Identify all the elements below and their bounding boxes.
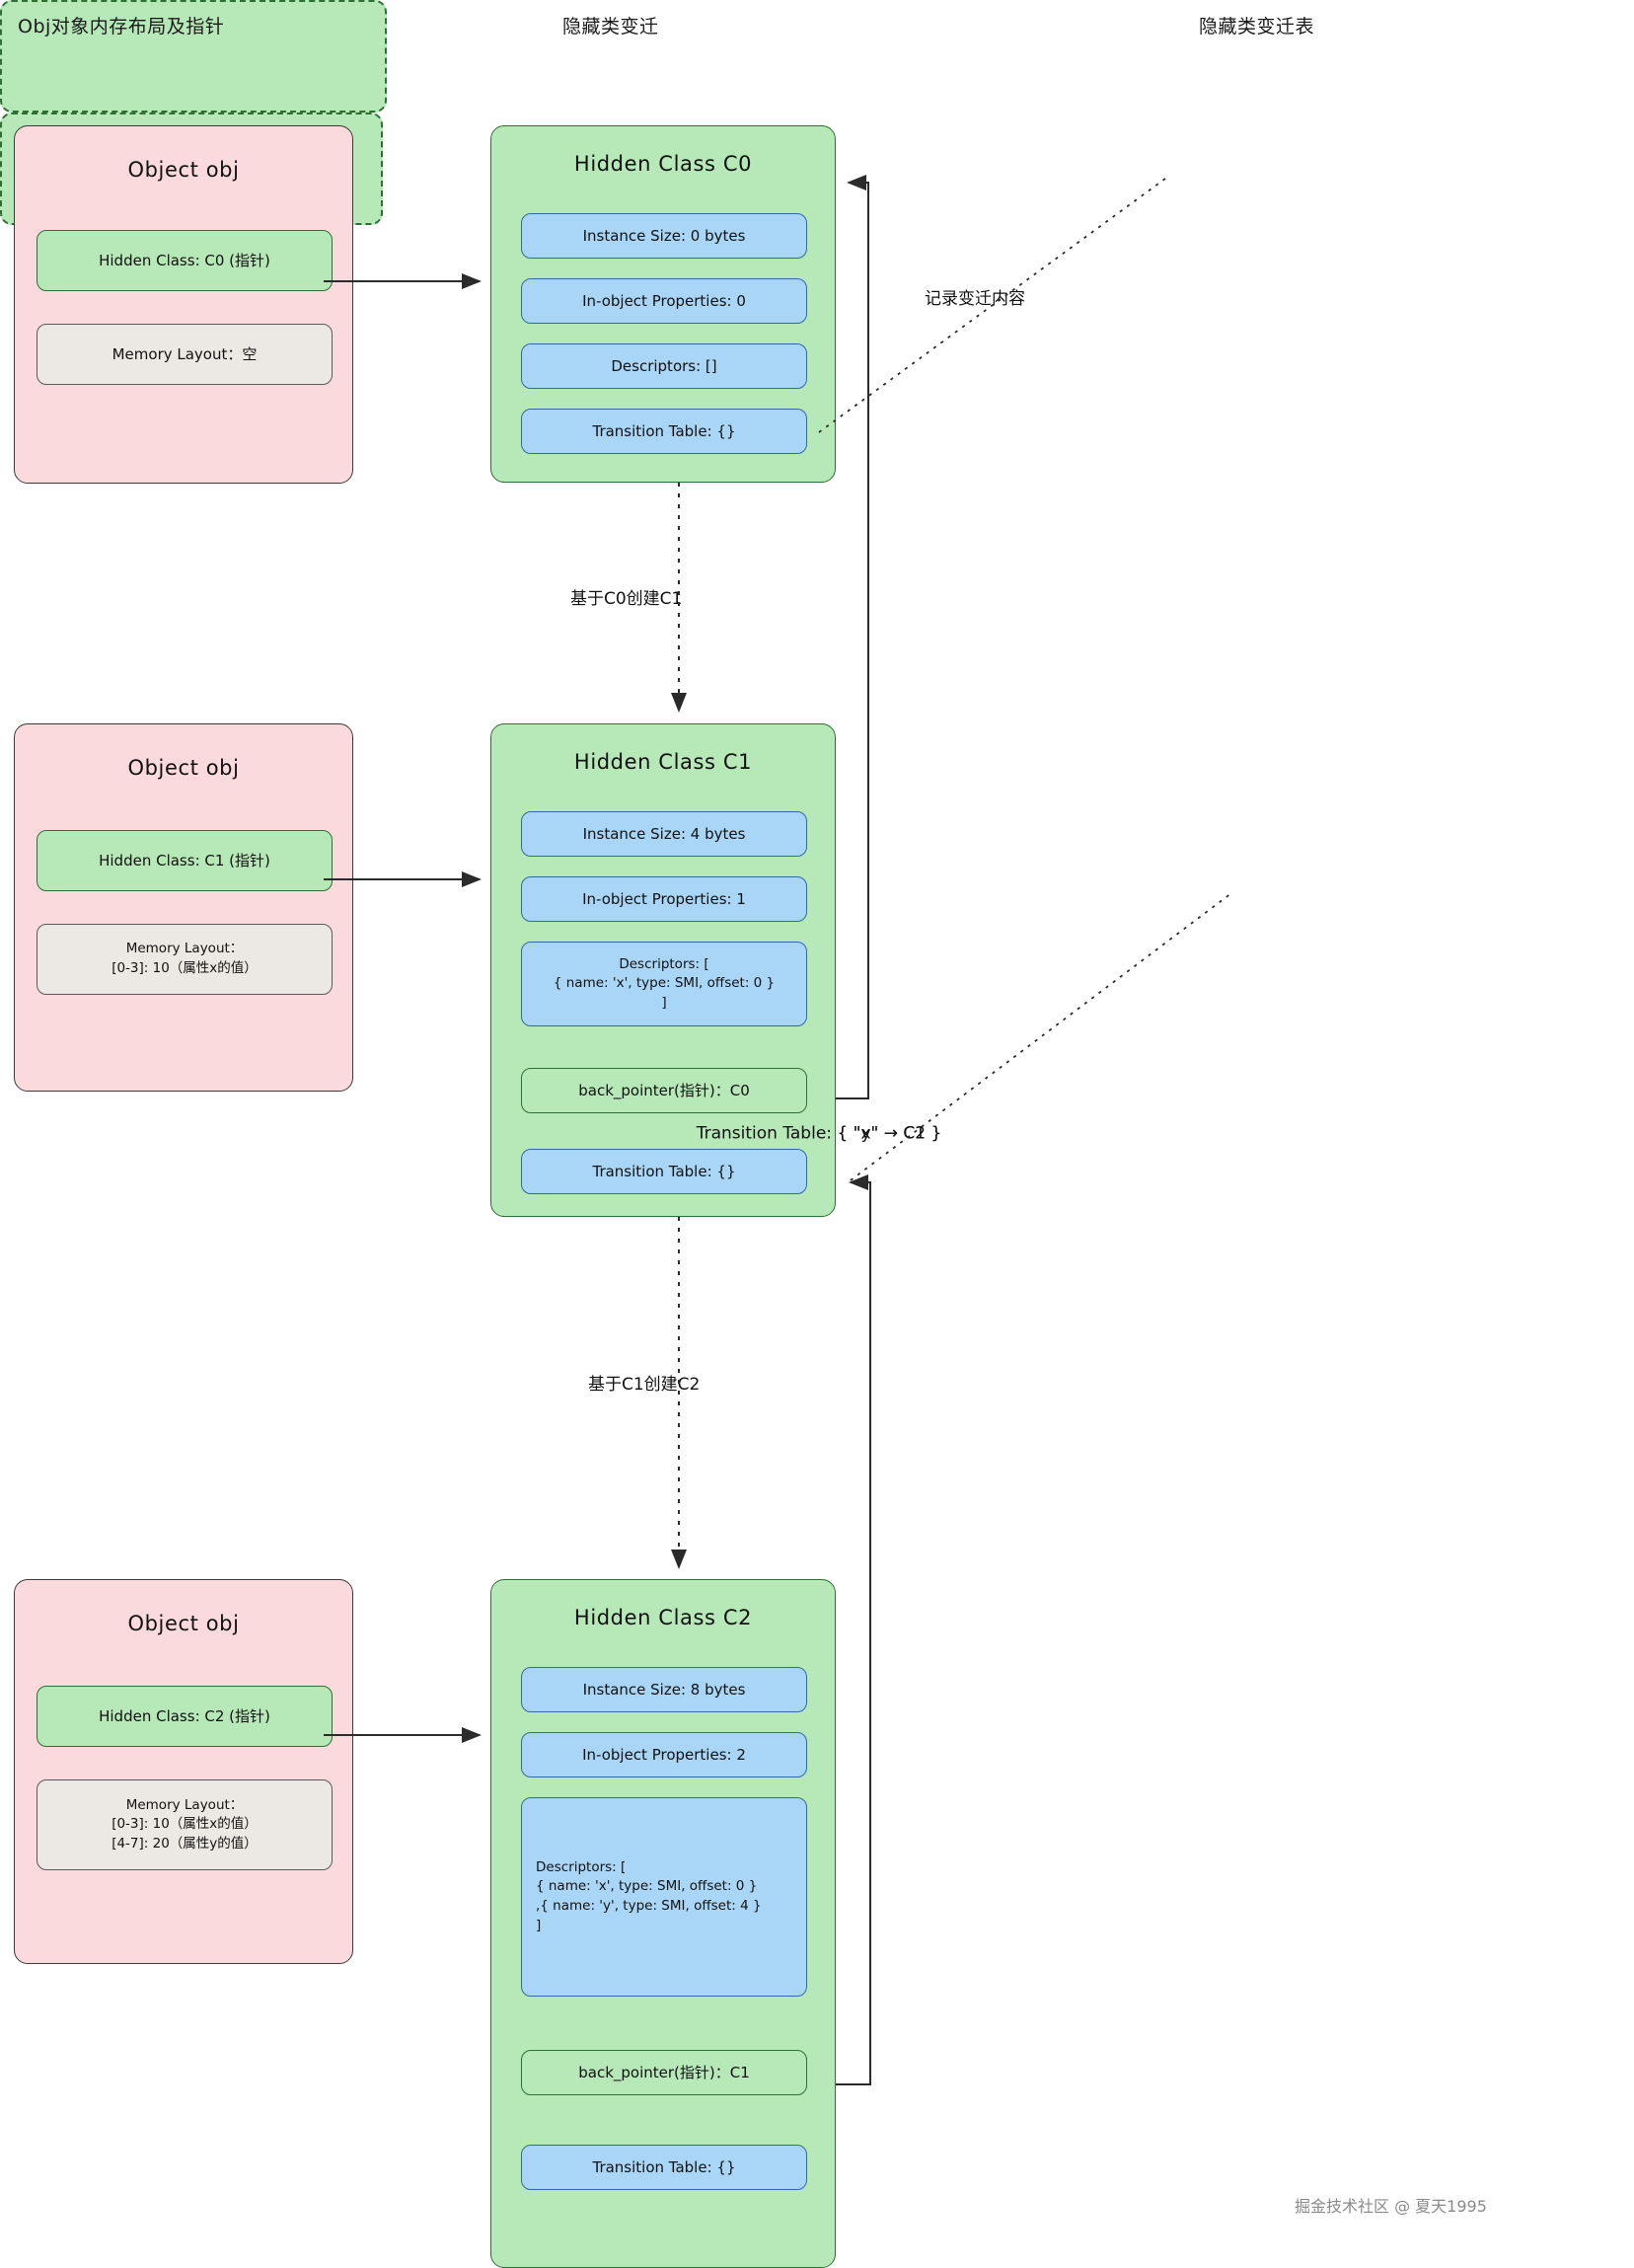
- object-card-0-hidden-class: Hidden Class: C0 (指针): [37, 230, 333, 291]
- hidden-class-card-0-transition-table: Transition Table: {}: [521, 409, 807, 454]
- hidden-class-card-0: Hidden Class C0 Instance Size: 0 bytes I…: [490, 125, 836, 483]
- transition-table-card-1-text: Transition Table: { "y" → C2 }: [696, 1123, 942, 1144]
- hidden-class-card-1-back-pointer: back_pointer(指针)：C0: [521, 1068, 807, 1113]
- hidden-class-card-2-title: Hidden Class C2: [573, 1606, 753, 1629]
- hidden-class-card-1-title: Hidden Class C1: [573, 750, 753, 774]
- hidden-class-card-2: Hidden Class C2 Instance Size: 8 bytes I…: [490, 1579, 836, 2268]
- watermark: 掘金技术社区 @ 夏天1995: [1295, 2197, 1487, 2216]
- hidden-class-card-0-instance-size: Instance Size: 0 bytes: [521, 213, 807, 259]
- object-card-0: Object obj Hidden Class: C0 (指针) Memory …: [14, 125, 353, 484]
- arrow-c2-backpointer-to-c1: [836, 1174, 871, 2085]
- hidden-class-card-2-back-pointer: back_pointer(指针)：C1: [521, 2050, 807, 2095]
- object-card-2: Object obj Hidden Class: C2 (指针) Memory …: [14, 1579, 353, 1964]
- object-card-1-memory-layout: Memory Layout： [0-3]: 10（属性x的值）: [37, 924, 333, 995]
- object-card-2-memory-layout: Memory Layout： [0-3]: 10（属性x的值） [4-7]: 2…: [37, 1779, 333, 1870]
- column-title-hidden-class-transition: 隐藏类变迁: [562, 16, 659, 38]
- hidden-class-card-1-in-object-properties: In-object Properties: 1: [521, 876, 807, 922]
- hidden-class-card-2-descriptors: Descriptors: [ { name: 'x', type: SMI, o…: [521, 1797, 807, 1997]
- hidden-class-card-2-in-object-properties: In-object Properties: 2: [521, 1732, 807, 1777]
- hidden-class-card-2-instance-size: Instance Size: 8 bytes: [521, 1667, 807, 1712]
- object-card-2-title: Object obj: [127, 1612, 240, 1635]
- edge-label-create-c2: 基于C1创建C2: [588, 1375, 701, 1395]
- hidden-class-card-0-title: Hidden Class C0: [573, 152, 753, 176]
- hidden-class-card-2-transition-table: Transition Table: {}: [521, 2145, 807, 2190]
- arrow-c1-backpointer-to-c0: [836, 175, 869, 1099]
- hidden-class-card-0-descriptors: Descriptors: []: [521, 343, 807, 389]
- edge-label-create-c1: 基于C0创建C1: [570, 589, 683, 609]
- object-card-1-title: Object obj: [127, 756, 240, 780]
- hidden-class-card-1-instance-size: Instance Size: 4 bytes: [521, 811, 807, 857]
- hidden-class-card-1-descriptors: Descriptors: [ { name: 'x', type: SMI, o…: [521, 942, 807, 1026]
- object-card-1: Object obj Hidden Class: C1 (指针) Memory …: [14, 723, 353, 1092]
- column-title-object-layout: Obj对象内存布局及指针: [18, 16, 225, 38]
- object-card-1-hidden-class: Hidden Class: C1 (指针): [37, 830, 333, 891]
- hidden-class-card-0-in-object-properties: In-object Properties: 0: [521, 278, 807, 324]
- object-card-0-memory-layout: Memory Layout：空: [37, 324, 333, 385]
- object-card-2-hidden-class: Hidden Class: C2 (指针): [37, 1686, 333, 1747]
- hidden-class-card-1-transition-table: Transition Table: {}: [521, 1149, 807, 1194]
- object-card-0-title: Object obj: [127, 158, 240, 182]
- column-title-transition-table: 隐藏类变迁表: [1199, 16, 1315, 38]
- hidden-class-card-1: Hidden Class C1 Instance Size: 4 bytes I…: [490, 723, 836, 1217]
- edge-label-record-transition: 记录变迁内容: [925, 289, 1025, 309]
